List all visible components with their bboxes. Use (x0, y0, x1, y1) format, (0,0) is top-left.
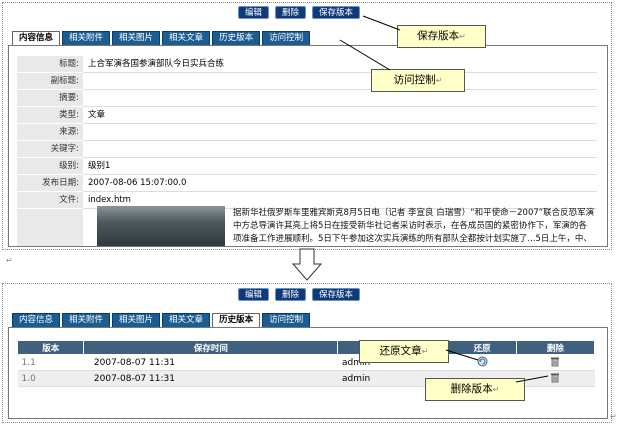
trash-icon[interactable] (550, 356, 560, 367)
bottom-toolbar: 编辑 删除 保存版本 (238, 288, 361, 301)
tab-related-articles[interactable]: 相关文章 (162, 313, 211, 327)
table-row: 1.1 2007-08-07 11:31 admin (17, 354, 595, 371)
save-version-button[interactable]: 保存版本 (312, 288, 361, 301)
delete-pointer (515, 375, 549, 383)
bottom-screenshot-frame (2, 283, 612, 423)
restore-pointer (445, 349, 479, 361)
tab-access-control[interactable]: 访问控制 (262, 31, 311, 45)
subtitle-label: 副标题: (17, 73, 83, 90)
callout-access-control-mark: ↵ (435, 76, 443, 85)
version-cell: 1.1 (17, 354, 84, 371)
edit-button[interactable]: 编辑 (238, 6, 270, 19)
tab-related-articles[interactable]: 相关文章 (162, 31, 211, 45)
source-value (83, 124, 597, 141)
version-header: 版本 (16, 340, 85, 355)
callout-save-version: 保存版本↵ (397, 25, 486, 48)
form-row-title: 标题: 上合军演各国参演部队今日实兵合练 (17, 56, 597, 73)
form-row-summary: 摘要: (17, 90, 597, 107)
top-tab-bar: 内容信息 相关附件 相关图片 相关文章 历史版本 访问控制 (12, 31, 311, 46)
keywords-value (83, 141, 597, 158)
source-label: 来源: (17, 124, 83, 141)
paragraph-mark: ↵ (6, 256, 13, 265)
tab-history[interactable]: 历史版本 (212, 31, 261, 45)
level-label: 级别: (17, 158, 83, 175)
file-value: index.htm (83, 192, 597, 209)
tab-content-info[interactable]: 内容信息 (12, 313, 61, 327)
tab-attachments[interactable]: 相关附件 (62, 313, 111, 327)
user-cell: admin (337, 370, 448, 387)
delete-button[interactable]: 删除 (275, 288, 307, 301)
form-row-keywords: 关键字: (17, 141, 597, 158)
summary-value (83, 90, 597, 107)
title-label: 标题: (17, 56, 83, 73)
trash-icon[interactable] (550, 372, 560, 383)
file-label: 文件: (17, 192, 83, 209)
save-version-pointer (362, 15, 401, 31)
history-panel: 版本 保存时间 还原 删除 1.1 2007-08-07 11:31 admin (8, 327, 608, 419)
body-label (17, 209, 83, 246)
bottom-tab-bar: 内容信息 相关附件 相关图片 相关文章 历史版本 访问控制 (12, 313, 311, 328)
callout-access-control-text: 访问控制 (393, 74, 436, 86)
callout-delete-version-text: 删除版本 (450, 383, 493, 395)
callout-restore-article-text: 还原文章 (379, 345, 422, 357)
content-info-panel: 标题: 上合军演各国参演部队今日实兵合练 副标题: 摘要: 类型: 文章 来源:… (8, 45, 608, 247)
delete-header: 删除 (515, 340, 596, 355)
tab-access-control[interactable]: 访问控制 (262, 313, 311, 327)
callout-delete-version: 删除版本↵ (425, 378, 525, 401)
type-value: 文章 (83, 107, 597, 124)
type-label: 类型: (17, 107, 83, 124)
callout-pointers-top (339, 15, 401, 71)
callout-access-control: 访问控制↵ (371, 69, 465, 92)
publish-date-label: 发布日期: (17, 175, 83, 192)
form-row-file: 文件: index.htm (17, 192, 597, 209)
restore-header: 还原 (447, 340, 517, 355)
save-time-header: 保存时间 (83, 340, 339, 355)
version-cell: 1.0 (17, 370, 84, 387)
restore-cell (447, 354, 517, 371)
summary-label: 摘要: (17, 90, 83, 107)
callout-restore-article: 还原文章↵ (359, 340, 449, 363)
tab-history[interactable]: 历史版本 (212, 313, 261, 328)
callout-restore-article-mark: ↵ (421, 347, 429, 356)
form-row-body (17, 209, 597, 246)
tab-images[interactable]: 相关图片 (112, 313, 161, 327)
title-value: 上合军演各国参演部队今日实兵合练 (83, 56, 597, 73)
save-time-cell: 2007-08-07 11:31 (83, 354, 338, 371)
tab-images[interactable]: 相关图片 (112, 31, 161, 45)
delete-cell (516, 354, 595, 371)
delete-button[interactable]: 删除 (275, 6, 307, 19)
tab-attachments[interactable]: 相关附件 (62, 31, 111, 45)
form-row-level: 级别: 级别1 (17, 158, 597, 175)
publish-date-value: 2007-08-06 15:07:00.0 (83, 175, 597, 192)
keywords-label: 关键字: (17, 141, 83, 158)
table-row: 1.0 2007-08-07 11:31 admin (17, 370, 595, 387)
form-row-publish-date: 发布日期: 2007-08-06 15:07:00.0 (17, 175, 597, 192)
callout-delete-version-mark: ↵ (492, 385, 500, 394)
save-time-cell: 2007-08-07 11:31 (83, 370, 338, 387)
tab-content-info[interactable]: 内容信息 (12, 31, 61, 46)
callout-save-version-mark: ↵ (459, 32, 466, 41)
down-arrow-icon (292, 248, 322, 281)
history-header-row: 版本 保存时间 还原 删除 (16, 340, 596, 355)
top-toolbar: 编辑 删除 保存版本 (238, 6, 361, 19)
access-control-pointer (339, 39, 391, 71)
form-row-subtitle: 副标题: (17, 73, 597, 90)
edit-button[interactable]: 编辑 (238, 288, 270, 301)
article-text: 据新华社俄罗斯车里雅宾斯克8月5日电（记者 李宣良 白瑞雪）“和平使命－2007… (233, 208, 595, 244)
callout-save-version-text: 保存版本 (417, 30, 460, 42)
delete-cell (516, 370, 595, 387)
level-value: 级别1 (83, 158, 597, 175)
form-row-type: 类型: 文章 (17, 107, 597, 124)
restore-icon[interactable] (477, 356, 488, 367)
paragraph-mark: ↵ (610, 412, 617, 421)
article-photo (97, 206, 225, 246)
history-table: 版本 保存时间 还原 删除 1.1 2007-08-07 11:31 admin (16, 340, 596, 387)
save-version-button[interactable]: 保存版本 (312, 6, 361, 19)
subtitle-value (83, 73, 597, 90)
form-row-source: 来源: (17, 124, 597, 141)
